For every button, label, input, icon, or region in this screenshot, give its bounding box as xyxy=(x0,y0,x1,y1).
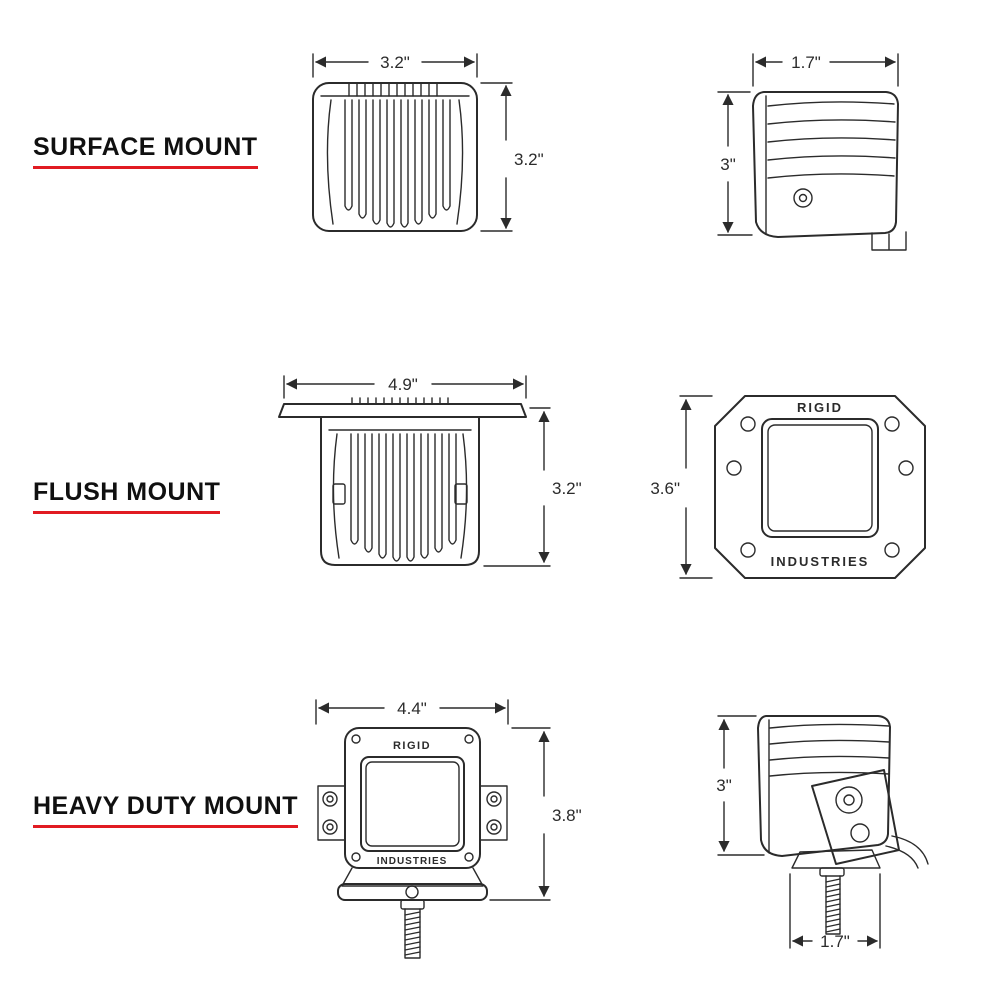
surface-side-height-dimension: 3" xyxy=(717,91,753,236)
heavy-duty-side-height-dimension: 3" xyxy=(716,715,765,856)
dimension-label-surface-side-depth: 1.7" xyxy=(791,53,821,72)
section-title-flush-mount: FLUSH MOUNT xyxy=(33,478,221,514)
surface-rear-width-dimension: 3.2" xyxy=(312,53,478,78)
dimension-label-hd-side-height: 3" xyxy=(716,776,732,795)
brand-name-bottom: INDUSTRIES xyxy=(377,856,448,867)
section-title-surface-mount: SURFACE MOUNT xyxy=(33,133,258,169)
surface-mount-side-view xyxy=(752,91,907,251)
flush-rear-width-dimension: 4.9" xyxy=(283,375,527,399)
flush-front-height-dimension: 3.6" xyxy=(650,395,713,579)
dimension-label-flush-front-height: 3.6" xyxy=(650,479,680,498)
heavy-duty-width-dimension: 4.4" xyxy=(315,699,509,725)
brand-name-top: RIGID xyxy=(393,740,431,752)
heavy-duty-side-width-dimension: 1.7" xyxy=(789,873,881,951)
dimension-label-hd-side-width: 1.7" xyxy=(820,932,850,951)
surface-mount-rear-view xyxy=(312,82,478,232)
surface-rear-height-dimension: 3.2" xyxy=(480,82,544,232)
flush-mount-front-view: RIGID INDUSTRIES xyxy=(714,395,926,579)
brand-name-top: RIGID xyxy=(797,400,843,415)
brand-name-bottom: INDUSTRIES xyxy=(771,554,870,569)
dimension-label-hd-width: 4.4" xyxy=(397,699,427,718)
dimension-label-flush-height: 3.2" xyxy=(552,479,582,498)
flush-mount-rear-view xyxy=(278,397,527,566)
heavy-duty-front-view: RIGID INDUSTRIES xyxy=(317,727,508,959)
heavy-duty-side-view xyxy=(757,715,929,935)
dimension-label-hd-height: 3.8" xyxy=(552,806,582,825)
dimension-label-surface-side-height: 3" xyxy=(720,155,736,174)
heavy-duty-height-dimension: 3.8" xyxy=(489,727,582,901)
section-title-heavy-duty-mount: HEAVY DUTY MOUNT xyxy=(33,792,298,828)
dimension-label-surface-height: 3.2" xyxy=(514,150,544,169)
flush-rear-height-dimension: 3.2" xyxy=(483,407,582,567)
dimension-label-surface-width: 3.2" xyxy=(380,53,410,72)
dimension-label-flush-width: 4.9" xyxy=(388,375,418,394)
surface-side-depth-dimension: 1.7" xyxy=(752,53,899,87)
